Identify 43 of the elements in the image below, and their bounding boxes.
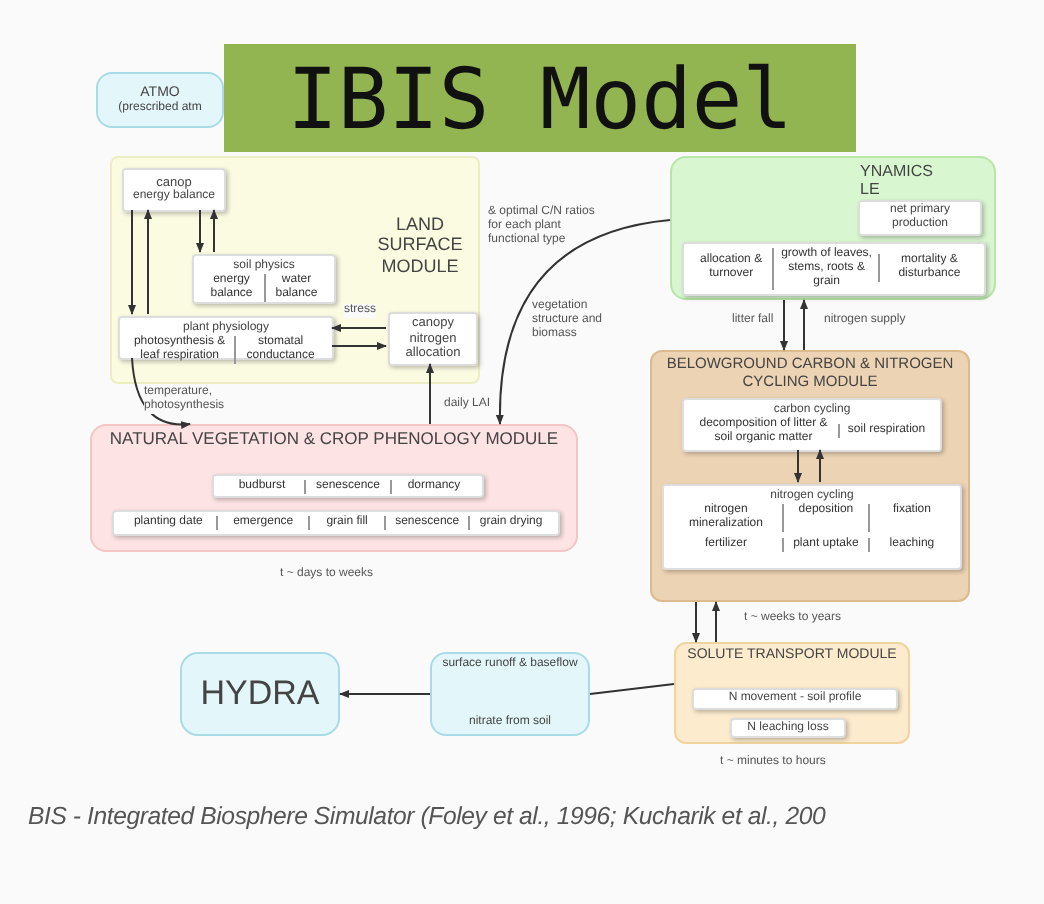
process-box: [192, 254, 336, 304]
module-panel: [110, 156, 480, 384]
title-banner: IBIS Model: [224, 44, 856, 152]
process-box: [118, 316, 334, 360]
module-panel: [650, 350, 970, 602]
process-box: [388, 312, 478, 366]
module-panel: [670, 156, 996, 300]
module-title: YNAMICS: [860, 162, 933, 181]
process-box: [212, 474, 484, 498]
module-panel: [90, 424, 578, 552]
module-panel: [674, 642, 910, 744]
process-box: [180, 652, 340, 736]
arrow: [800, 299, 808, 351]
arrow: [794, 449, 802, 483]
arrow: [780, 299, 788, 351]
process-box: [682, 242, 986, 296]
module-title: LAND SURFACE MODULE: [375, 214, 465, 277]
arrow: [339, 690, 431, 698]
arrow: [331, 342, 387, 350]
arrow: [496, 219, 671, 425]
arrow: [131, 357, 191, 429]
arrow: [196, 209, 204, 253]
arrow: [331, 324, 387, 332]
process-box: [96, 72, 224, 128]
arrow: [128, 209, 136, 315]
node-label: NATURAL VEGETATION & CROP PHENOLOGY MODULE: [109, 430, 559, 450]
process-box: [112, 510, 560, 536]
process-box: [662, 484, 962, 570]
arrow: [712, 601, 720, 643]
process-box: [682, 398, 942, 452]
module-panel: [430, 652, 590, 736]
node-label: HYDRA: [200, 674, 320, 714]
arrow: [144, 209, 152, 315]
process-box: [858, 200, 982, 236]
caption: BIS - Integrated Biosphere Simulator (Foley et al., 1996; Kucharik et al., 200: [28, 802, 826, 830]
arrow: [816, 449, 824, 483]
arrow: [210, 209, 218, 253]
process-box: [730, 718, 846, 738]
process-box: [122, 168, 226, 212]
arrow: [426, 363, 434, 425]
module-title: LE: [860, 180, 882, 199]
process-box: [692, 688, 898, 710]
arrow: [692, 601, 700, 643]
